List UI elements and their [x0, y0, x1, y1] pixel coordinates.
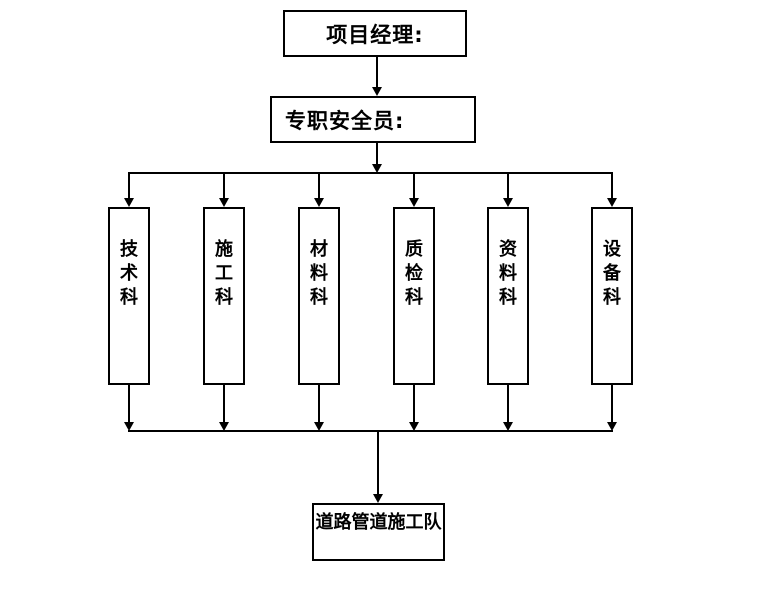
arrow-down-icon [124, 422, 134, 431]
arrow-down-icon [409, 198, 419, 207]
arrow-down-icon [314, 198, 324, 207]
connector-manager-to-safety [376, 57, 378, 88]
drop-line-1 [128, 174, 130, 199]
dept-label: 材 料 科 [310, 239, 328, 308]
arrow-down-icon [314, 422, 324, 431]
arrow-down-icon [503, 422, 513, 431]
stub-line-6 [611, 385, 613, 423]
arrow-down-icon [219, 198, 229, 207]
safety-officer-label: 专职安全员: [285, 108, 405, 133]
drop-line-2 [223, 174, 225, 199]
arrow-down-icon [607, 198, 617, 207]
dept-label: 资 料 科 [499, 239, 517, 308]
arrow-down-icon [124, 198, 134, 207]
dept-box-quality-inspection: 质 检 科 [393, 207, 435, 385]
drop-line-3 [318, 174, 320, 199]
arrow-down-icon [607, 422, 617, 431]
arrow-down-icon [372, 164, 382, 173]
collector-line-bottom [128, 430, 613, 432]
dept-label: 质 检 科 [405, 239, 423, 308]
arrow-down-icon [219, 422, 229, 431]
drop-line-4 [413, 174, 415, 199]
connector-branch-to-team [377, 432, 379, 495]
connector-safety-to-branch [376, 143, 378, 165]
construction-team-box: 道路管道施工队 [312, 503, 445, 561]
stub-line-1 [128, 385, 130, 423]
arrow-down-icon [372, 87, 382, 96]
arrow-down-icon [409, 422, 419, 431]
stub-line-5 [507, 385, 509, 423]
dept-label: 施 工 科 [215, 239, 233, 308]
branch-line-top [128, 172, 613, 174]
drop-line-5 [507, 174, 509, 199]
arrow-down-icon [503, 198, 513, 207]
dept-label: 技 术 科 [120, 239, 138, 308]
dept-box-materials: 材 料 科 [298, 207, 340, 385]
project-manager-box: 项目经理: [283, 10, 467, 57]
stub-line-4 [413, 385, 415, 423]
dept-label: 设 备 科 [603, 239, 621, 308]
dept-box-construction: 施 工 科 [203, 207, 245, 385]
drop-line-6 [611, 174, 613, 199]
project-manager-label: 项目经理: [326, 22, 424, 47]
construction-team-label: 道路管道施工队 [315, 512, 442, 533]
stub-line-2 [223, 385, 225, 423]
safety-officer-box: 专职安全员: [270, 96, 476, 143]
dept-box-documentation: 资 料 科 [487, 207, 529, 385]
dept-box-equipment: 设 备 科 [591, 207, 633, 385]
dept-box-technical: 技 术 科 [108, 207, 150, 385]
stub-line-3 [318, 385, 320, 423]
arrow-down-icon [373, 494, 383, 503]
